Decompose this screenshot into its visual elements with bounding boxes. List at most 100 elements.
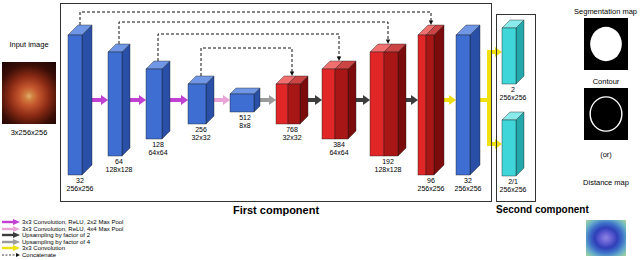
flow-arrow — [308, 95, 322, 105]
flow-arrow — [356, 95, 370, 105]
legend-swatch — [2, 245, 21, 251]
block-shape — [146, 61, 170, 139]
arrow-head — [449, 95, 456, 105]
connector-line — [201, 48, 292, 76]
block-shape — [230, 88, 260, 112]
arrow-head — [269, 95, 276, 105]
note-label: (or) — [600, 150, 612, 159]
feature-size: 128x128 — [106, 166, 133, 174]
connector-line — [480, 52, 496, 100]
block-shape — [276, 76, 308, 124]
feature-size: 64x64 — [329, 149, 348, 157]
component-frame: Second component2256x2562/1256x256 — [496, 14, 536, 202]
connector-line — [308, 98, 316, 102]
feature-size: 8x8 — [239, 122, 250, 130]
contour-map: Contour — [584, 88, 628, 140]
channel-count: 768 — [286, 126, 298, 134]
flow-arrow — [480, 47, 502, 100]
feature-block: 25632x32 — [188, 76, 214, 124]
flow-arrow — [480, 100, 502, 149]
legend-text: 3x3 Convolution — [22, 245, 65, 251]
channel-count: 96 — [427, 177, 435, 185]
connector-line — [170, 98, 182, 102]
feature-size: 64x64 — [148, 149, 167, 157]
output-heading: Segmentation map — [574, 7, 637, 16]
channel-count: 384 — [333, 141, 345, 149]
component-title: Second component — [496, 204, 589, 216]
arrow-head — [411, 95, 418, 105]
feature-block: 32256x256 — [456, 25, 480, 175]
channel-count: 128 — [152, 141, 164, 149]
flow-arrow — [214, 95, 230, 105]
channel-count: 192 — [382, 158, 394, 166]
block-shape — [322, 61, 356, 139]
legend-text: 3x3 Convolution, ReLU, 2x2 Max Pool — [22, 219, 123, 225]
concat-arrow — [119, 22, 390, 44]
feature-size: 32x32 — [191, 134, 210, 142]
channel-count: 256 — [195, 126, 207, 134]
flow-arrow — [170, 95, 188, 105]
contour-picture — [584, 88, 628, 140]
channel-count: 2/1 — [508, 178, 518, 186]
block-shape — [188, 76, 214, 124]
legend-text: 3x3 Convolution, ReLU, 4x4 Max Pool — [22, 226, 123, 232]
block-shape — [418, 25, 444, 175]
feature-size: 128x128 — [375, 166, 402, 174]
connector-line — [92, 98, 102, 102]
block-shape — [502, 112, 524, 176]
block-shape — [456, 25, 480, 175]
arrow-head — [290, 72, 295, 77]
arrow-head — [337, 57, 342, 62]
feature-size: 32x32 — [282, 134, 301, 142]
component-frame: First component32256x25664128x12812864x6… — [60, 3, 492, 202]
image-heading: Input image — [9, 40, 48, 49]
feature-size: 256x256 — [500, 186, 527, 194]
feature-block: 12864x64 — [146, 61, 170, 139]
legend-row: 3x3 Convolution, ReLU, 4x4 Max Pool — [0, 226, 200, 232]
legend-swatch — [2, 252, 21, 258]
arrow-head — [223, 95, 230, 105]
channel-count: 2 — [511, 86, 515, 94]
connector-line — [356, 98, 364, 102]
distance-map: Distance map — [586, 220, 626, 256]
feature-block: 32256x256 — [68, 25, 92, 175]
segmentation-map: Segmentation map — [584, 18, 628, 70]
arrow-head — [139, 95, 146, 105]
legend-row: 3x3 Convolution — [0, 245, 200, 251]
connector-line — [260, 98, 270, 102]
arrow-head — [429, 21, 434, 26]
legend-swatch — [2, 219, 21, 225]
block-shape — [370, 44, 406, 156]
feature-block: 38464x64 — [322, 61, 356, 139]
feature-block: 2256x256 — [502, 20, 524, 84]
connector-line — [119, 22, 388, 44]
feature-size: 256x256 — [67, 185, 94, 193]
legend-row: Upsampling by factor of 4 — [0, 239, 200, 245]
concat-arrow — [80, 12, 433, 25]
block-shape — [108, 44, 130, 156]
component-title: First component — [233, 204, 319, 217]
channel-count: 32 — [76, 177, 84, 185]
flow-arrow — [444, 95, 456, 105]
connector-line — [480, 100, 496, 144]
output-heading: Distance map — [583, 178, 629, 187]
legend-text: Concatenate — [22, 252, 56, 258]
channel-count: 64 — [115, 158, 123, 166]
feature-block: 192128x128 — [370, 44, 406, 156]
connector-line — [80, 12, 431, 25]
flow-arrow — [130, 95, 146, 105]
output-heading: Contour — [593, 77, 620, 86]
connector-line — [130, 98, 140, 102]
flow-arrow — [406, 95, 418, 105]
channel-count: 32 — [464, 177, 472, 185]
block-shape — [68, 25, 92, 175]
feature-block: 96256x256 — [418, 25, 444, 175]
arrow-head — [101, 95, 108, 105]
flow-arrow — [260, 95, 276, 105]
feature-block: 5128x8 — [230, 88, 260, 112]
legend-swatch — [2, 232, 21, 238]
legend-swatch — [2, 226, 21, 232]
arrow-head — [386, 40, 391, 45]
feature-block: 2/1256x256 — [502, 112, 524, 176]
legend-text: Upsampling by factor of 4 — [22, 239, 90, 245]
